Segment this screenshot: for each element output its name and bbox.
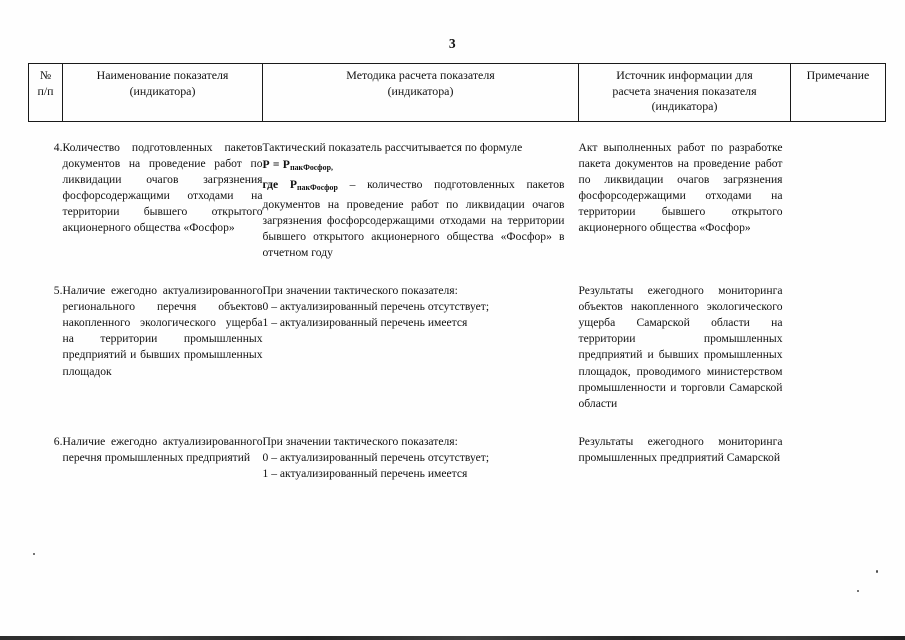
row-method: При значении тактического показателя: 0 … — [263, 434, 579, 482]
row-note — [791, 140, 886, 261]
row-method-line: 1 – актуализированный перечень имеется — [262, 316, 468, 330]
column-header-note: Примечание — [790, 63, 886, 122]
row-indicator-name: Наличие ежегодно актуализированного пере… — [62, 434, 263, 464]
page-number: 3 — [448, 36, 457, 51]
row-indicator-name: Наличие ежегодно актуализированного реги… — [62, 284, 263, 378]
column-header-indicator-name-line-2: (индикатора) — [129, 83, 196, 98]
spacer-cell — [63, 261, 263, 283]
row-note — [791, 434, 886, 482]
scan-speck — [33, 553, 35, 555]
column-header-note-line-1: Примечание — [806, 68, 870, 82]
column-header-number: № п/п — [28, 63, 63, 122]
row-number: 6. — [53, 434, 63, 448]
row-indicator-name: Количество подготовленных пакетов докуме… — [62, 141, 263, 235]
row-method-line: При значении тактического показателя: — [262, 284, 458, 298]
table-header-row: № п/п Наименование показателя (индикатор… — [28, 63, 886, 122]
spacer-cell — [63, 412, 263, 434]
spacer-cell — [263, 412, 579, 434]
row-number: 5. — [53, 284, 63, 298]
row-method-definition: где РпакФосфор – количество подготовленн… — [263, 178, 565, 259]
formula-subscript: пакФосфор, — [290, 163, 333, 173]
column-header-method: Методика расчета показателя (индикатора) — [262, 63, 579, 122]
row-method: Тактический показатель рассчитывается по… — [263, 140, 579, 261]
spacer-cell — [263, 122, 579, 141]
spacer-cell — [29, 412, 63, 434]
spacer-cell — [263, 261, 579, 283]
row-method-intro: Тактический показатель рассчитывается по… — [262, 141, 523, 154]
row-number: 4. — [53, 141, 63, 154]
spacer-cell — [791, 261, 886, 283]
table-row: 6. Наличие ежегодно актуализированного п… — [29, 434, 886, 482]
row-method-line: 0 – актуализированный перечень отсутству… — [262, 300, 490, 314]
scan-speck — [857, 590, 859, 592]
indicators-table: № п/п Наименование показателя (индикатор… — [28, 63, 886, 482]
table-row: 4. Количество подготовленных пакетов док… — [29, 140, 886, 261]
spacer-row-top — [29, 122, 886, 141]
spacer-row — [29, 261, 886, 283]
spacer-cell — [63, 122, 263, 141]
column-header-source-line-1: Источник информации для — [616, 68, 753, 82]
column-header-method-line-1: Методика расчета показателя — [346, 68, 495, 82]
formula-lead: Р = Р — [262, 158, 291, 172]
spacer-row — [29, 412, 886, 434]
spacer-cell — [791, 412, 886, 434]
definition-lead: где Р — [262, 178, 297, 192]
scan-edge-artifact — [0, 636, 905, 640]
row-method-line: При значении тактического показателя: — [262, 434, 458, 448]
column-header-number-line-1: № — [39, 68, 52, 82]
row-method-formula: Р = РпакФосфор, — [263, 157, 565, 176]
spacer-cell — [579, 412, 791, 434]
row-source: Результаты ежегодного мониторинга объект… — [578, 284, 783, 410]
row-method-line: 1 – актуализированный перечень имеется — [262, 467, 468, 480]
row-method: При значении тактического показателя: 0 … — [263, 283, 579, 412]
spacer-cell — [579, 261, 791, 283]
table-body: 4. Количество подготовленных пакетов док… — [29, 122, 886, 483]
row-note — [791, 283, 886, 412]
column-header-source: Источник информации для расчета значения… — [578, 63, 791, 122]
spacer-cell — [579, 122, 791, 141]
column-header-number-line-2: п/п — [37, 83, 54, 98]
spacer-cell — [791, 122, 886, 141]
row-method-line: 0 – актуализированный перечень отсутству… — [262, 450, 490, 464]
definition-subscript: пакФосфор — [296, 183, 338, 193]
scan-speck — [876, 570, 878, 573]
column-header-indicator-name: Наименование показателя (индикатора) — [62, 63, 263, 122]
column-header-source-line-2: расчета значения показателя — [612, 83, 757, 98]
row-source: Результаты ежегодного мониторинга промыш… — [578, 434, 783, 464]
definition-rest: – количество подготовленных пакетов доку… — [262, 178, 565, 259]
table-header: № п/п Наименование показателя (индикатор… — [28, 63, 886, 122]
column-header-source-line-3: (индикатора) — [651, 99, 718, 113]
row-source: Акт выполненных работ по разработке паке… — [578, 141, 783, 235]
spacer-cell — [29, 122, 63, 141]
table-row: 5. Наличие ежегодно актуализированного р… — [29, 283, 886, 412]
spacer-cell — [29, 261, 63, 283]
column-header-method-line-2: (индикатора) — [387, 83, 454, 98]
column-header-indicator-name-line-1: Наименование показателя — [96, 68, 229, 82]
